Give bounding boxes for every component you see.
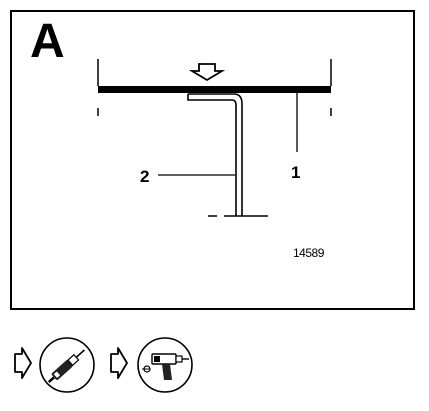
callout-2: 2 bbox=[140, 167, 150, 186]
panel-letter: A bbox=[30, 15, 65, 68]
arrow-icon bbox=[110, 347, 128, 379]
reference-number: 14589 bbox=[293, 246, 324, 260]
callout-1: 1 bbox=[291, 163, 301, 182]
profile-outer-line bbox=[187, 94, 237, 216]
press-arrow-icon bbox=[188, 63, 226, 82]
figure-drawing bbox=[97, 59, 332, 217]
profile-inner-line bbox=[188, 93, 243, 216]
drill-tool-icon bbox=[39, 337, 95, 393]
arrow-icon bbox=[14, 347, 32, 379]
tool-icon-row bbox=[12, 336, 212, 396]
panel-sheet bbox=[98, 86, 331, 93]
figure-panel: A 1 2 14589 bbox=[10, 10, 415, 310]
electric-drill-icon bbox=[137, 337, 193, 393]
